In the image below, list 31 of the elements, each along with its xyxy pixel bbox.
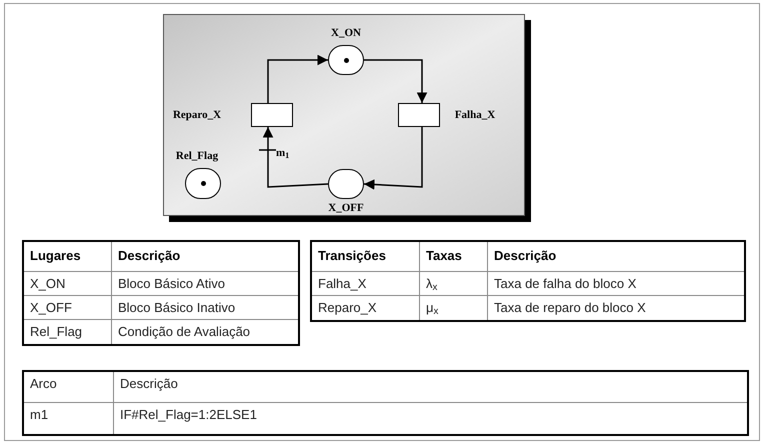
arc-arrow bbox=[267, 54, 328, 103]
arc-arrow bbox=[364, 59, 428, 103]
table-cell-text: Bloco Básico Ativo bbox=[117, 275, 226, 293]
header-cell: Transições bbox=[312, 242, 420, 271]
table-cell: m1 bbox=[24, 403, 114, 434]
node-label: Rel_Flag bbox=[174, 149, 220, 164]
table-cell: Arco bbox=[24, 372, 114, 402]
table-cell: μ$_{x}$ bbox=[420, 296, 488, 320]
header-cell: Lugares bbox=[24, 242, 112, 271]
header-cell: Taxas bbox=[420, 242, 488, 271]
table-cell-text: Taxa de reparo do bloco X bbox=[493, 299, 647, 317]
header-cell-text: Descrição bbox=[117, 247, 182, 265]
arc-arrow bbox=[364, 127, 423, 190]
table-cell: Falha_X bbox=[312, 272, 420, 295]
table-cell: Rel_Flag bbox=[24, 320, 112, 344]
node-label: Falha_X bbox=[454, 108, 496, 123]
node-label: X_OFF bbox=[327, 201, 365, 216]
header-cell-text: Descrição bbox=[493, 247, 558, 265]
table-cell-text: Descrição bbox=[119, 375, 179, 393]
table-cell: X_OFF bbox=[24, 296, 112, 319]
edge-label: m$_{1}$ bbox=[276, 148, 290, 159]
arc-arrow bbox=[262, 127, 328, 188]
node-label: Reparo_X bbox=[172, 108, 222, 123]
table-cell-text: Condição de Avaliação bbox=[117, 323, 252, 341]
table-cell-text: Bloco Básico Inativo bbox=[117, 299, 236, 317]
table-cell: Reparo_X bbox=[312, 296, 420, 320]
table-cell: X_ON bbox=[24, 272, 112, 295]
table-cell-text: Taxa de falha do bloco X bbox=[493, 275, 638, 293]
table-cell: λ$_{x}$ bbox=[420, 272, 488, 295]
table-cell-text: IF#Rel_Flag=1:2ELSE1 bbox=[119, 406, 258, 424]
node-label: X_ON bbox=[330, 26, 362, 41]
